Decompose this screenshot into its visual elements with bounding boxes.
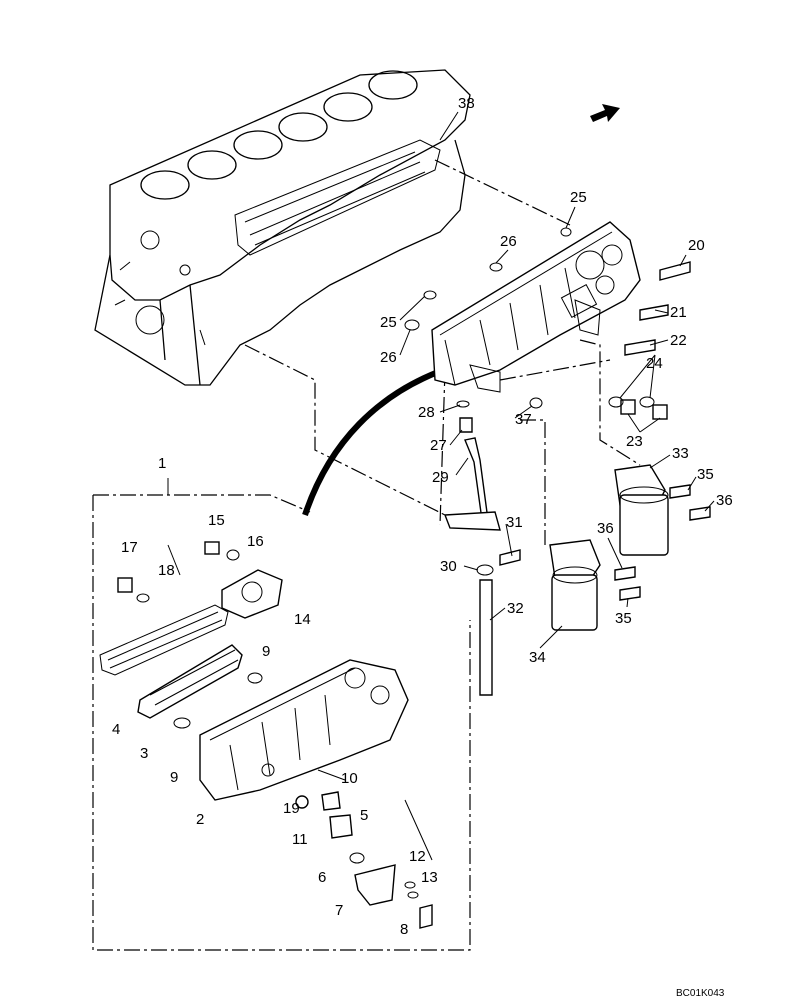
callout-labels: 1 2 3 4 5 6 7 8 9 9 10 11 12 13 14 15 16…: [112, 95, 733, 999]
callout-12: 12: [409, 848, 426, 865]
callout-36b: 36: [597, 520, 614, 537]
assembly-box: [92, 494, 471, 951]
callout-20: 20: [688, 237, 705, 254]
callout-18: 18: [158, 562, 175, 579]
callout-26a: 26: [500, 233, 517, 250]
callout-13: 13: [421, 869, 438, 886]
upper-manifold: [431, 221, 641, 393]
callout-36a: 36: [716, 492, 733, 509]
tube-bracket: [444, 511, 501, 531]
callout-28: 28: [418, 404, 435, 421]
callout-37: 37: [515, 411, 532, 428]
engine-block: [94, 69, 471, 386]
callout-35b: 35: [615, 610, 632, 627]
callout-21: 21: [670, 304, 687, 321]
callout-25a: 25: [570, 189, 587, 206]
lower-assembly: [99, 541, 433, 929]
callout-8: 8: [400, 921, 408, 938]
callout-19: 19: [283, 800, 300, 817]
callout-35a: 35: [697, 466, 714, 483]
callout-10: 10: [341, 770, 358, 787]
callout-9b: 9: [170, 769, 178, 786]
callout-1: 1: [158, 455, 166, 472]
callout-38: 38: [458, 95, 475, 112]
tube-32: [479, 579, 493, 696]
callout-31: 31: [506, 514, 523, 531]
callout-leaders: [167, 111, 715, 649]
callout-25b: 25: [380, 314, 397, 331]
callout-7: 7: [335, 902, 343, 919]
callout-5: 5: [360, 807, 368, 824]
callout-22: 22: [670, 332, 687, 349]
callout-6: 6: [318, 869, 326, 886]
dipstick-tube: [464, 437, 489, 521]
filter-bolts: [614, 484, 711, 601]
callout-29: 29: [432, 469, 449, 486]
callout-2: 2: [196, 811, 204, 828]
curved-hose: [302, 369, 440, 516]
callout-15: 15: [208, 512, 225, 529]
bolts-upper: [404, 227, 691, 433]
callout-33: 33: [672, 445, 689, 462]
callout-26b: 26: [380, 349, 397, 366]
oil-filter-33: [614, 464, 669, 556]
callout-30: 30: [440, 558, 457, 575]
callout-27: 27: [430, 437, 447, 454]
callout-17: 17: [121, 539, 138, 556]
callout-23: 23: [626, 433, 643, 450]
drawing-code: BC01K043: [676, 988, 725, 999]
leader-lines: [244, 159, 641, 545]
callout-11: 11: [292, 831, 308, 848]
callout-3: 3: [140, 745, 148, 762]
oil-filter-34: [549, 539, 601, 631]
callout-4: 4: [112, 721, 120, 738]
callout-9a: 9: [262, 643, 270, 660]
callout-14: 14: [294, 611, 311, 628]
direction-arrow-icon: [590, 104, 620, 122]
callout-32: 32: [507, 600, 524, 617]
callout-16: 16: [247, 533, 264, 550]
callout-34: 34: [529, 649, 546, 666]
